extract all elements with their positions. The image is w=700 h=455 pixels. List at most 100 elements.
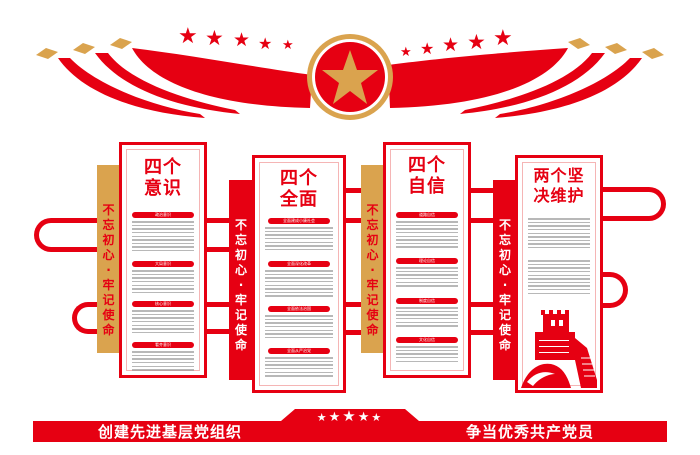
star-icon: ★: [282, 38, 294, 53]
tab-char: 心: [102, 248, 115, 262]
tab-char: 牢: [234, 293, 247, 307]
gold-star-emblem-icon: [307, 34, 393, 120]
star-icon: ★: [357, 410, 372, 425]
connector-bar: [345, 188, 365, 193]
section-heading-text: 政治意识: [155, 212, 171, 217]
stars-left: ★ ★ ★ ★ ★: [178, 24, 298, 54]
section-body-text: [396, 344, 458, 364]
section-heading-text: 理论自信: [419, 258, 435, 263]
section-heading-text: 全面从严治党: [287, 348, 311, 353]
panel-title: 两个坚 决维护: [518, 166, 600, 206]
section-heading-text: 全面依法治国: [287, 306, 311, 311]
connector-bar: [470, 302, 500, 307]
star-icon: ★: [316, 411, 329, 424]
section-heading: 大局意识: [132, 261, 194, 267]
panel-title-line2: 全面: [280, 189, 318, 210]
panel-four-comprehensives: 四个 全面 全面建成小康社会 全面深化改革 全面依法治国 全面从严治党: [252, 155, 346, 393]
panel-inner-border: [259, 162, 339, 386]
panel-title-line2: 自信: [408, 176, 446, 197]
section-body-text: [132, 308, 194, 335]
tab-char: 不: [498, 218, 511, 232]
panel-inner-border: [390, 149, 464, 371]
connector-bar: [205, 247, 231, 252]
section-heading-text: 核心意识: [155, 301, 171, 306]
panel-two-upholds: 两个坚 决维护: [515, 155, 603, 393]
section-heading: 道路自信: [396, 212, 458, 218]
section-heading-text: 文化自信: [419, 337, 435, 342]
tab-char: ·: [502, 278, 508, 292]
star-icon: ★: [442, 34, 460, 56]
star-icon: ★: [178, 24, 198, 49]
great-wall-illustration-icon: [521, 310, 597, 388]
tab-char: 不: [102, 203, 115, 217]
connector-bar: [470, 330, 500, 335]
section-heading-text: 全面建成小康社会: [283, 218, 315, 223]
tab-char: ·: [106, 263, 111, 277]
tab-char: 命: [102, 323, 115, 337]
connector-bar: [345, 218, 365, 223]
star-icon: ★: [258, 34, 273, 53]
section-body-text: [265, 355, 333, 379]
tab-char: 初: [234, 248, 247, 262]
star-icon: ★: [342, 407, 358, 425]
section-body-text: [265, 225, 333, 252]
side-tab-slogan: 不 忘 初 心 · 牢 记 使 命: [361, 165, 384, 353]
section-heading-text: 道路自信: [419, 212, 435, 217]
section-heading: 看齐意识: [132, 342, 194, 348]
tab-char: 使: [498, 323, 511, 337]
tab-char: 不: [234, 218, 247, 232]
section-heading: 核心意识: [132, 301, 194, 307]
section-heading: 理论自信: [396, 258, 458, 264]
tab-char: ·: [370, 263, 375, 277]
tab-char: 使: [366, 308, 379, 322]
tab-char: 初: [102, 233, 115, 247]
tab-char: 初: [366, 233, 379, 247]
tab-char: 记: [234, 308, 247, 322]
section-heading-text: 全面深化改革: [287, 261, 311, 266]
star-icon: ★: [371, 411, 384, 424]
panel-title-line1: 四个: [280, 168, 318, 189]
tab-char: 忘: [498, 233, 511, 247]
stars-right: ★ ★ ★ ★ ★: [400, 24, 520, 60]
connector-bar: [205, 329, 231, 334]
tab-char: 牢: [498, 293, 511, 307]
panel-four-confidences: 四个 自信 道路自信 理论自信 制度自信 文化自信: [383, 142, 471, 378]
tab-char: 心: [234, 263, 247, 277]
tab-char: 牢: [102, 278, 115, 292]
tab-char: 使: [102, 308, 115, 322]
connector-bar: [205, 302, 231, 307]
tab-char: 记: [366, 293, 379, 307]
star-icon: ★: [328, 410, 343, 425]
section-heading: 全面依法治国: [268, 306, 330, 312]
connector-loop: [34, 218, 98, 252]
star-icon: ★: [205, 26, 224, 50]
section-body-text: [528, 258, 590, 296]
star-icon: ★: [467, 30, 486, 54]
side-tab-slogan: 不 忘 初 心 · 牢 记 使 命: [229, 180, 253, 380]
section-body-text: [396, 265, 458, 289]
section-body-text: [396, 219, 458, 250]
tab-char: 初: [498, 248, 511, 262]
section-heading: 全面深化改革: [268, 261, 330, 267]
section-heading-text: 看齐意识: [155, 342, 171, 347]
connector-loop: [72, 302, 98, 334]
star-icon: ★: [493, 26, 513, 51]
tab-char: 命: [366, 323, 379, 337]
tab-char: 使: [234, 323, 247, 337]
star-icon: ★: [400, 45, 412, 60]
star-icon: ★: [420, 39, 435, 58]
tab-char: 忘: [102, 218, 115, 232]
section-heading: 政治意识: [132, 212, 194, 218]
star-icon: ★: [233, 29, 251, 51]
section-body-text: [265, 268, 333, 299]
section-heading: 制度自信: [396, 298, 458, 304]
header-wings-decoration: [36, 38, 664, 118]
tab-char: 牢: [366, 278, 379, 292]
section-heading: 文化自信: [396, 337, 458, 343]
tab-char: 心: [366, 248, 379, 262]
footer-banner-shape: [33, 409, 667, 442]
section-heading-text: 大局意识: [155, 261, 171, 266]
panel-title: 四个 自信: [386, 155, 468, 197]
tab-char: 记: [102, 293, 115, 307]
tab-char: 忘: [234, 233, 247, 247]
